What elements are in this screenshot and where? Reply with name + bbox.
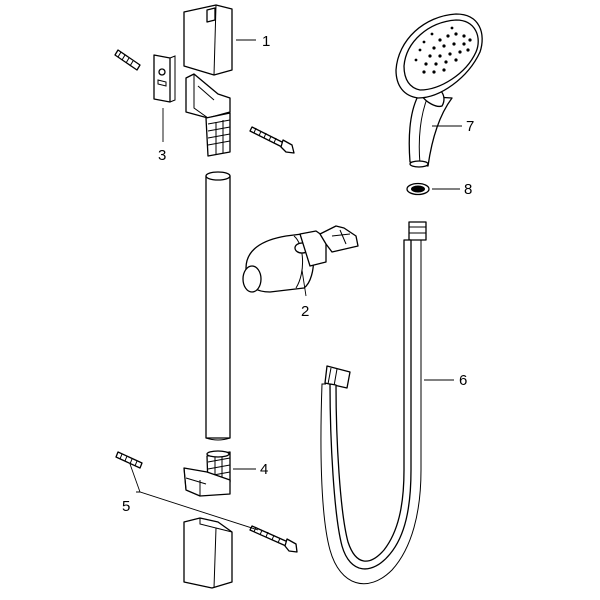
callout-6: 6: [459, 372, 467, 389]
callout-7: 7: [466, 118, 474, 135]
top-mounting-plate: [153, 54, 176, 103]
callout-3: 3: [158, 147, 166, 164]
callout-labels: 1 2 3 4 5 6 7 8: [122, 33, 474, 515]
callout-1: 1: [262, 33, 270, 50]
shower-hose: [320, 221, 427, 585]
callout-5: 5: [122, 498, 130, 515]
bottom-end-cap: [183, 517, 233, 589]
top-wall-dowel: [114, 49, 141, 71]
filter-washer: [406, 182, 430, 196]
shower-rail: [205, 171, 231, 441]
callout-2: 2: [301, 303, 309, 320]
top-screw: [249, 126, 295, 154]
hand-shower: [395, 13, 483, 168]
spray-nozzles: [414, 26, 472, 74]
bottom-wall-bracket: [183, 450, 231, 497]
top-wall-bracket: [185, 73, 231, 157]
bottom-wall-dowel: [115, 451, 143, 469]
callout-8: 8: [464, 181, 472, 198]
callout-4: 4: [260, 461, 268, 478]
leader-lines: [129, 39, 462, 531]
top-end-cap: [183, 4, 233, 76]
rail-slider: [242, 225, 359, 293]
